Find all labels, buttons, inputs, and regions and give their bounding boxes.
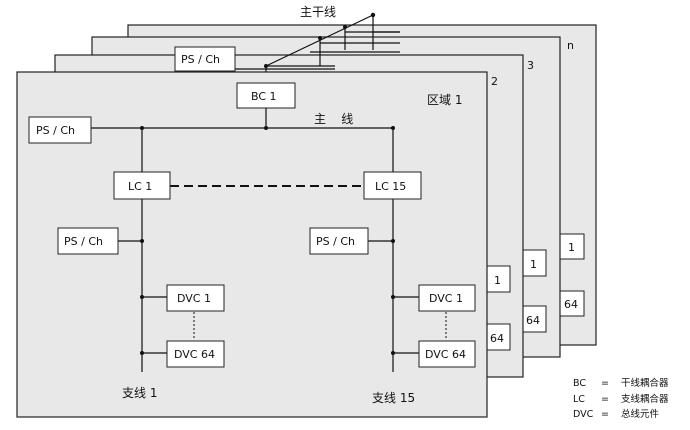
lc-1-label: LC 1 [128, 180, 152, 193]
area-panel-2-box-64-label: 64 [490, 332, 504, 345]
area-panel-3-box-64 [521, 305, 547, 333]
dvc-right-64-label: DVC 64 [425, 348, 466, 361]
legend-abbr: BC [573, 378, 586, 389]
front-junction-dots [140, 126, 395, 355]
legend-row-bc: BC = 干线耦合器 [573, 376, 669, 392]
dvc-left-1-box [166, 284, 225, 312]
ps-ch-main-box [28, 116, 92, 144]
legend-eq: = [601, 378, 609, 389]
legend-eq: = [601, 393, 609, 405]
legend-row-lc: LC = 支线耦合器 [573, 392, 669, 408]
dvc-left-1-label: DVC 1 [177, 292, 211, 305]
area-1-label: 区域 1 [427, 93, 462, 107]
area-panel-n-box-1-label: 1 [568, 241, 575, 254]
trunk-line-label: 主干线 [300, 5, 336, 19]
bc-1-label: BC 1 [251, 90, 277, 103]
area-panel-3-box-64-label: 64 [526, 314, 540, 327]
area-panel-n-box-64-label: 64 [564, 298, 578, 311]
dvc-left-64-label: DVC 64 [174, 348, 215, 361]
ps-ch-right-box [309, 227, 369, 255]
area-panel-2-label: 2 [491, 75, 498, 88]
area-panel-n-box-1 [559, 233, 585, 260]
ps-ch-left-box [57, 227, 119, 255]
dvc-left-64-box [166, 340, 225, 368]
main-line-label: 主 线 [314, 112, 353, 126]
trunk-line [230, 14, 400, 83]
legend-abbr: LC [573, 393, 585, 405]
legend-abbr: DVC [573, 409, 594, 420]
lc-15-label: LC 15 [375, 180, 406, 193]
ps-ch-left-label: PS / Ch [64, 235, 103, 248]
back-ps-ch-label: PS / Ch [181, 53, 220, 66]
back-ps-ch-box [174, 46, 236, 72]
ps-ch-right-label: PS / Ch [316, 235, 355, 248]
area-panel-2-box-1 [485, 265, 511, 293]
legend-desc: 支线耦合器 [621, 393, 669, 405]
legend-desc: 总线元件 [621, 409, 660, 420]
lc-15-box [363, 171, 422, 200]
dvc-right-1-label: DVC 1 [429, 292, 463, 305]
dvc-dotted-links [193, 312, 447, 340]
area-panel-3-box-1-label: 1 [530, 258, 537, 271]
dvc-right-64-box [418, 340, 476, 368]
lc-1-box [113, 171, 171, 200]
branch-1-label: 支线 1 [122, 386, 157, 400]
area-panel-n-label: n [567, 39, 574, 52]
area-panel-2-box-1-label: 1 [494, 274, 501, 287]
area-panel-3-label: 3 [527, 59, 534, 72]
legend-row-dvc: DVC = 总线元件 [573, 407, 669, 423]
bc-1-box [236, 82, 296, 109]
ps-ch-main-label: PS / Ch [36, 124, 75, 137]
legend: BC = 干线耦合器 LC = 支线耦合器 DVC = 总线元件 [573, 376, 669, 423]
trunk-junction-dots [264, 12, 376, 68]
legend-eq: = [601, 409, 609, 420]
branch-15-label: 支线 15 [372, 391, 415, 405]
legend-desc: 干线耦合器 [621, 378, 669, 389]
dvc-right-1-box [418, 284, 476, 312]
